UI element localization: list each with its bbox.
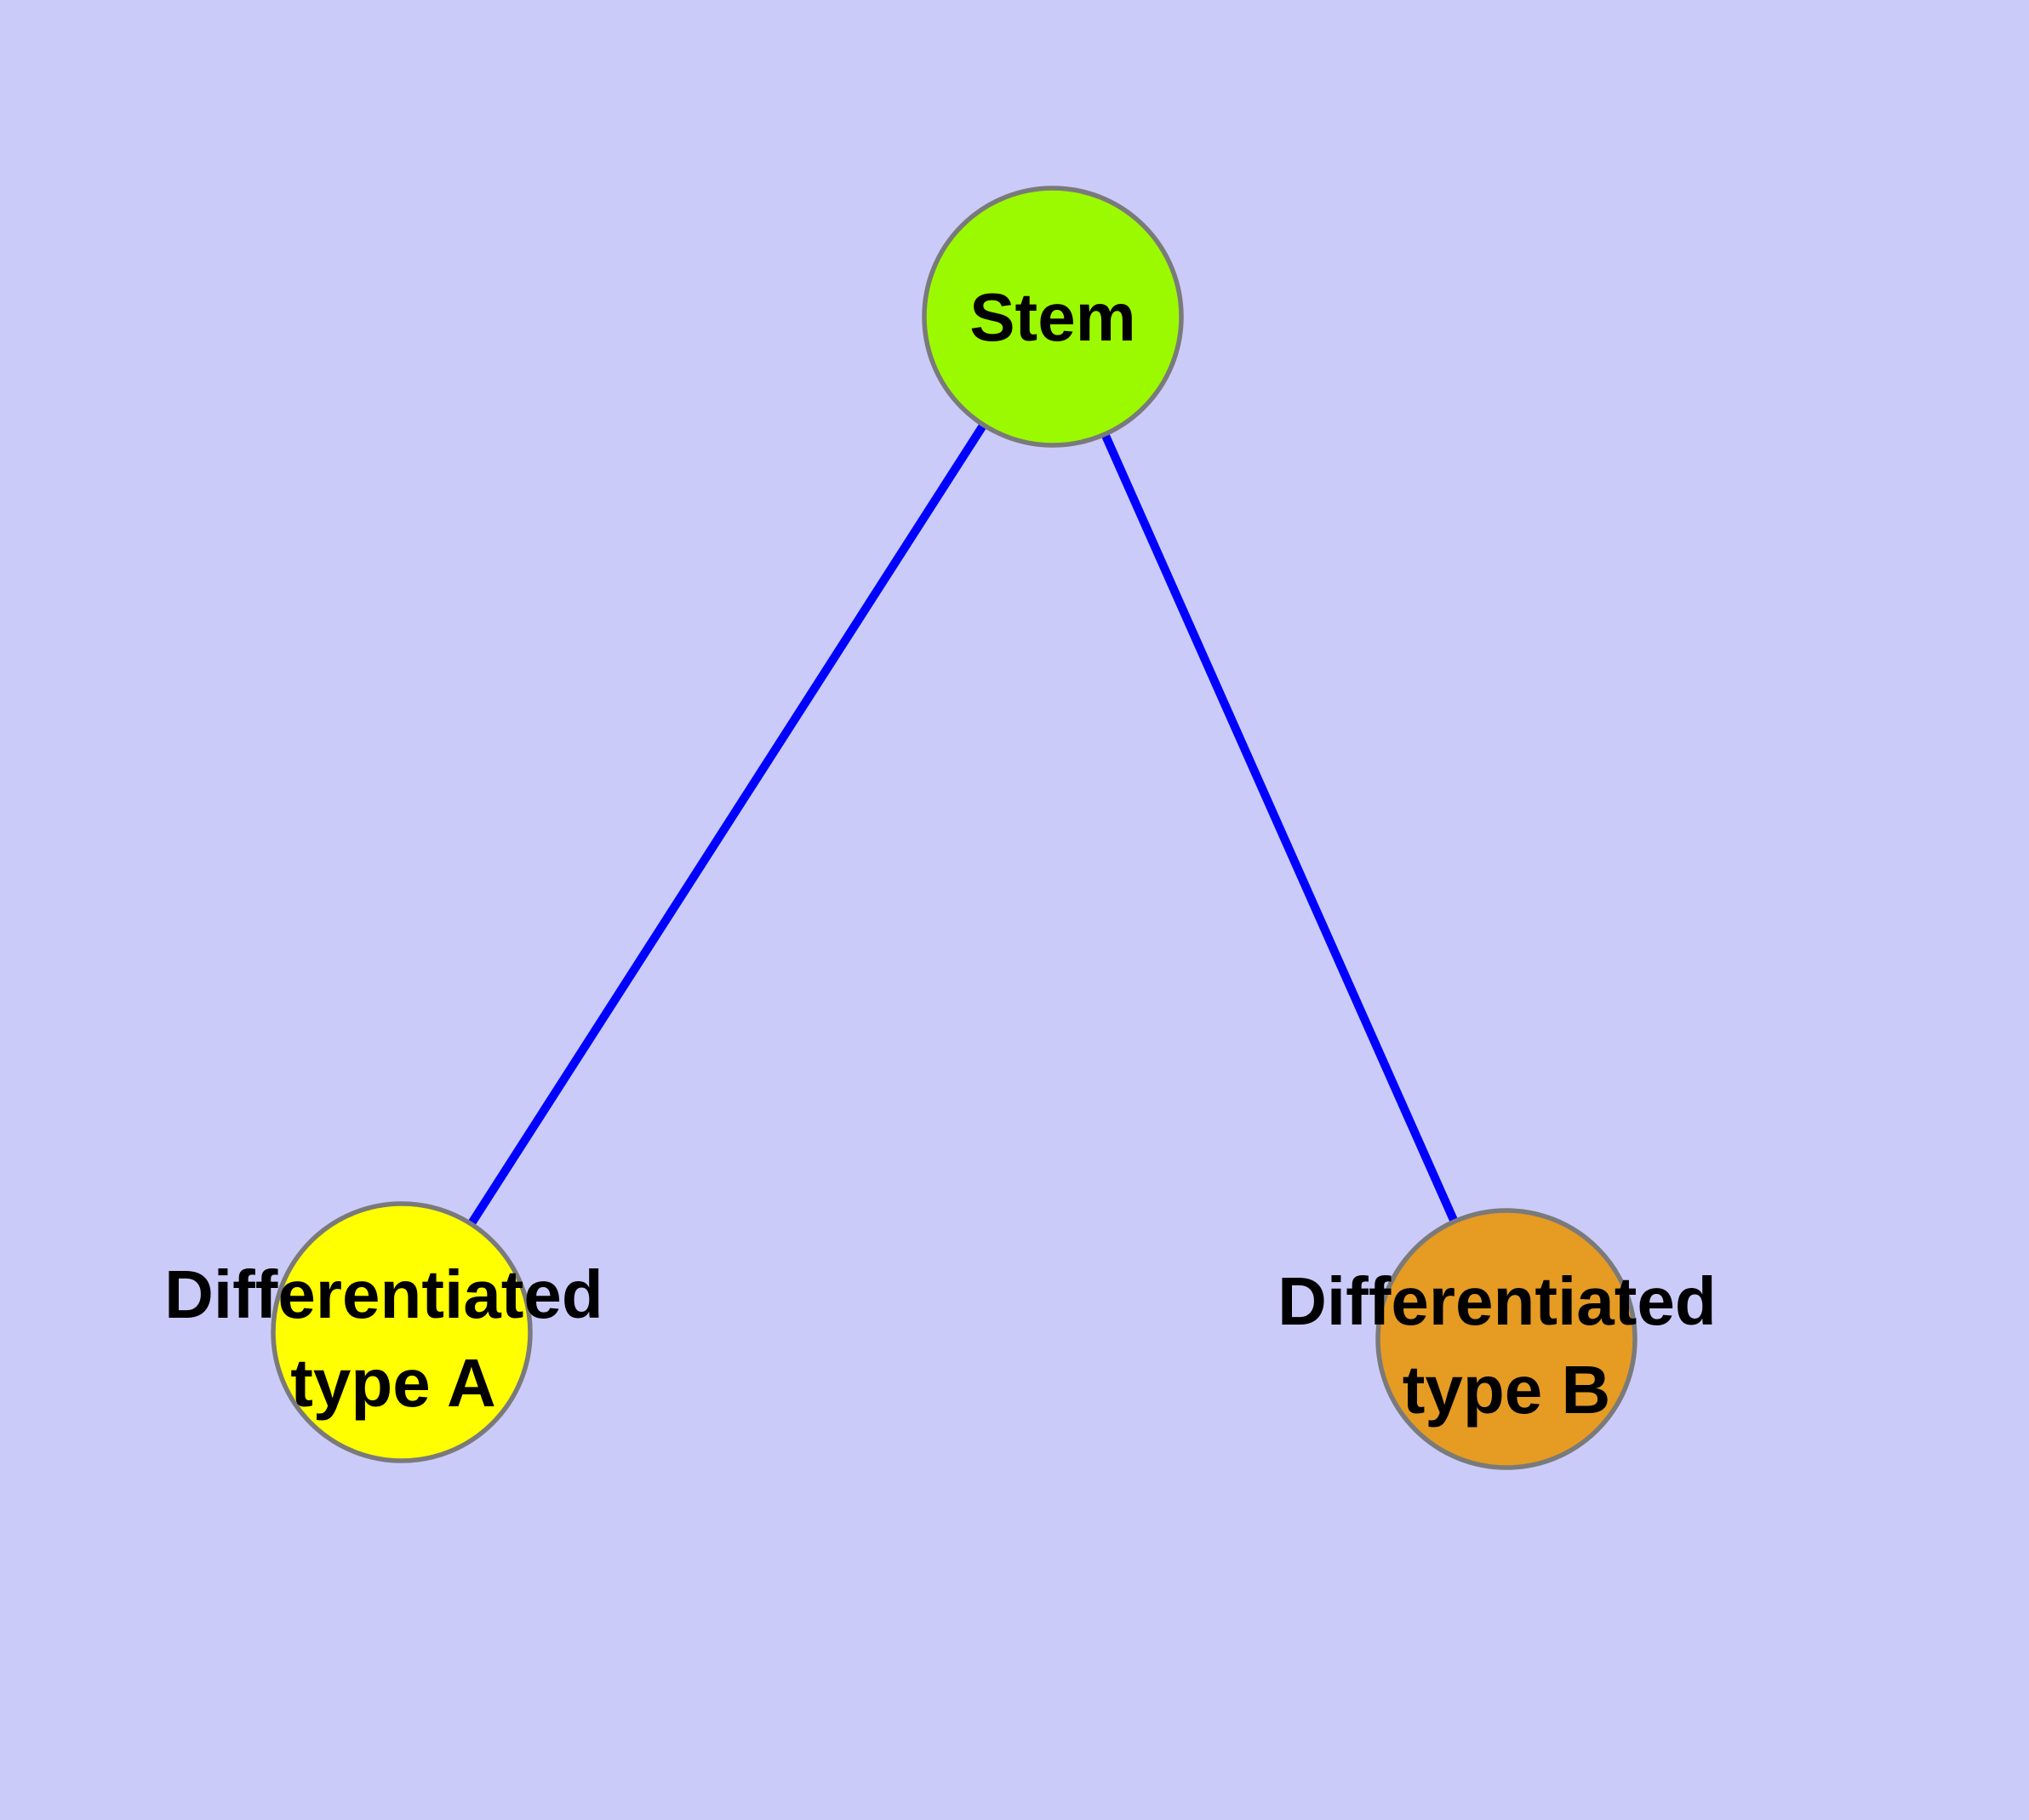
edge-stem-to-type-b [1049,314,1511,1342]
edge-group [397,314,1511,1342]
node-stem-label: Stem [969,279,1136,355]
node-stem-circle [922,186,1184,448]
node-differentiated-type-a-label-line2: type A [290,1345,496,1421]
node-stem: Stem [922,186,1184,448]
edge-stem-to-type-a [397,314,1057,1335]
node-differentiated-type-b: Differentiated type B [1277,1208,1735,1470]
node-differentiated-type-a: Differentiated type A [164,1201,622,1463]
node-differentiated-type-b-label-line2: type B [1403,1352,1611,1428]
node-differentiated-type-b-circle [1375,1208,1637,1470]
node-differentiated-type-a-label-line1: Differentiated [164,1256,603,1332]
node-differentiated-type-b-label-line1: Differentiated [1277,1263,1717,1339]
node-differentiated-type-a-circle [271,1201,533,1463]
node-differentiated-type-a-label: Differentiated type A [164,1256,622,1421]
node-differentiated-type-b-label: Differentiated type B [1277,1263,1735,1428]
